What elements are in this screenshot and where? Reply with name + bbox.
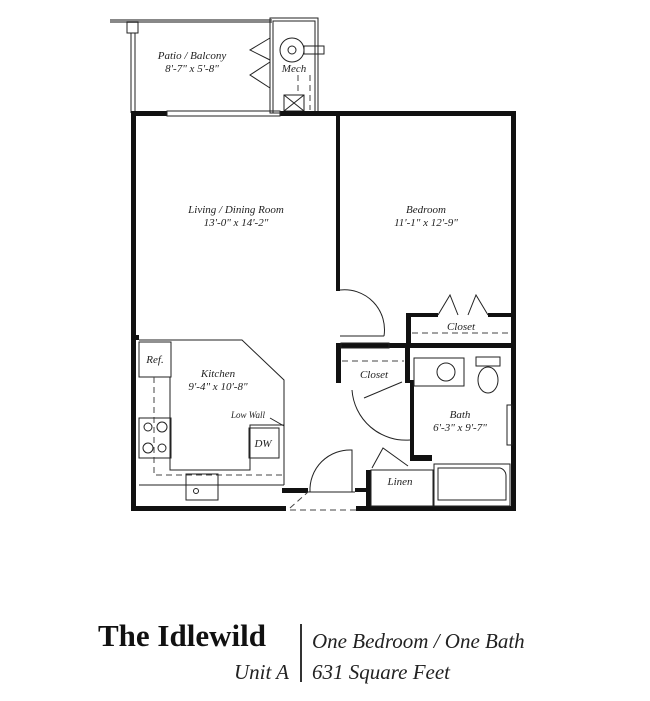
- dishwasher-icon: [248, 427, 280, 459]
- refrigerator-icon: [138, 341, 172, 378]
- post-icon: [126, 21, 139, 34]
- patio-label: Patio / Balcony: [157, 50, 227, 62]
- low-wall-label: Low Wall: [230, 410, 265, 420]
- mech-label: Mech: [281, 63, 307, 75]
- dw-label: DW: [253, 438, 272, 450]
- sink-icon: [413, 357, 465, 387]
- divider: [300, 624, 302, 682]
- unit-label: Unit A: [233, 660, 289, 684]
- toilet-icon: [475, 356, 501, 367]
- kitchen-size: 9'-4" x 10'-8": [188, 381, 248, 393]
- plan-name: The Idlewild: [98, 618, 266, 653]
- range-icon: [138, 417, 172, 459]
- unit-area: 631 Square Feet: [312, 660, 451, 684]
- kitchen-sink-icon: [185, 473, 219, 501]
- patio: [110, 19, 272, 113]
- walls: [131, 110, 516, 511]
- unit-type: One Bedroom / One Bath: [312, 629, 525, 653]
- bedroom-label: Bedroom: [406, 204, 446, 216]
- bedroom-closet-label: Closet: [447, 321, 476, 333]
- bath-size: 6'-3" x 9'-7": [433, 422, 487, 434]
- water-heater-icon: [279, 37, 305, 63]
- bedroom-size: 11'-1" x 12'-9": [394, 217, 458, 229]
- linen-label: Linen: [386, 476, 413, 488]
- living-label: Living / Dining Room: [187, 204, 284, 216]
- patio-size: 8'-7" x 5'-8": [165, 63, 219, 75]
- bathtub-icon: [433, 463, 511, 507]
- bath-label: Bath: [450, 409, 471, 421]
- floor-plan: Patio / Balcony 8'-7" x 5'-8" Mech Livin…: [110, 17, 516, 511]
- hall-closet-label: Closet: [360, 369, 389, 381]
- living-size: 13'-0" x 14'-2": [204, 217, 269, 229]
- ref-label: Ref.: [145, 354, 163, 366]
- kitchen-label: Kitchen: [200, 368, 236, 380]
